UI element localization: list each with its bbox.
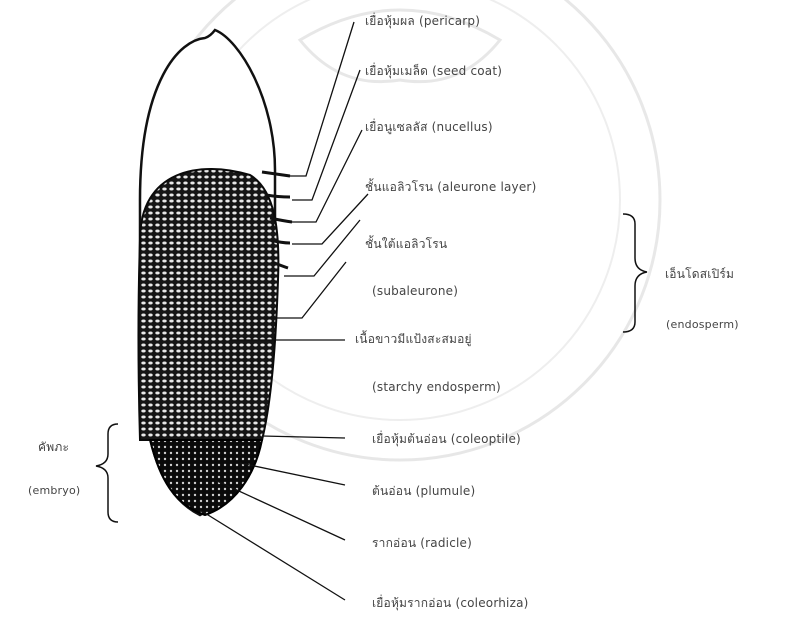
label-embryo-th: คัพภะ bbox=[38, 438, 69, 457]
label-coleorhiza: เยื่อหุ้มรากอ่อน (coleorhiza) bbox=[372, 594, 529, 613]
embryo-region bbox=[150, 440, 262, 515]
embryo-brace bbox=[96, 424, 118, 522]
endosperm-brace bbox=[623, 214, 647, 332]
label-pericarp: เยื่อหุ้มผล (pericarp) bbox=[365, 12, 480, 31]
label-nucellus: เยื่อนูเซลลัส (nucellus) bbox=[365, 118, 493, 137]
label-aleurone: ชั้นแอลิวโรน (aleurone layer) bbox=[365, 178, 536, 197]
label-endosperm-th: เอ็นโดสเปิร์ม bbox=[665, 265, 734, 284]
label-coleoptile: เยื่อหุ้มต้นอ่อน (coleoptile) bbox=[372, 430, 521, 449]
endosperm-region bbox=[139, 169, 279, 440]
label-plumule: ต้นอ่อน (plumule) bbox=[372, 482, 475, 501]
label-endosperm-en: (endosperm) bbox=[666, 318, 739, 331]
label-embryo-en: (embryo) bbox=[28, 484, 80, 497]
label-starchy-en: (starchy endosperm) bbox=[372, 380, 501, 394]
label-radicle: รากอ่อน (radicle) bbox=[372, 534, 472, 553]
label-subaleurone-en: (subaleurone) bbox=[372, 284, 458, 298]
label-starchy-th: เนื้อขาวมีแป้งสะสมอยู่ bbox=[355, 330, 472, 349]
label-subaleurone-th: ชั้นใต้แอลิวโรน bbox=[365, 235, 447, 254]
label-seed-coat: เยื่อหุ้มเมล็ด (seed coat) bbox=[365, 62, 502, 81]
